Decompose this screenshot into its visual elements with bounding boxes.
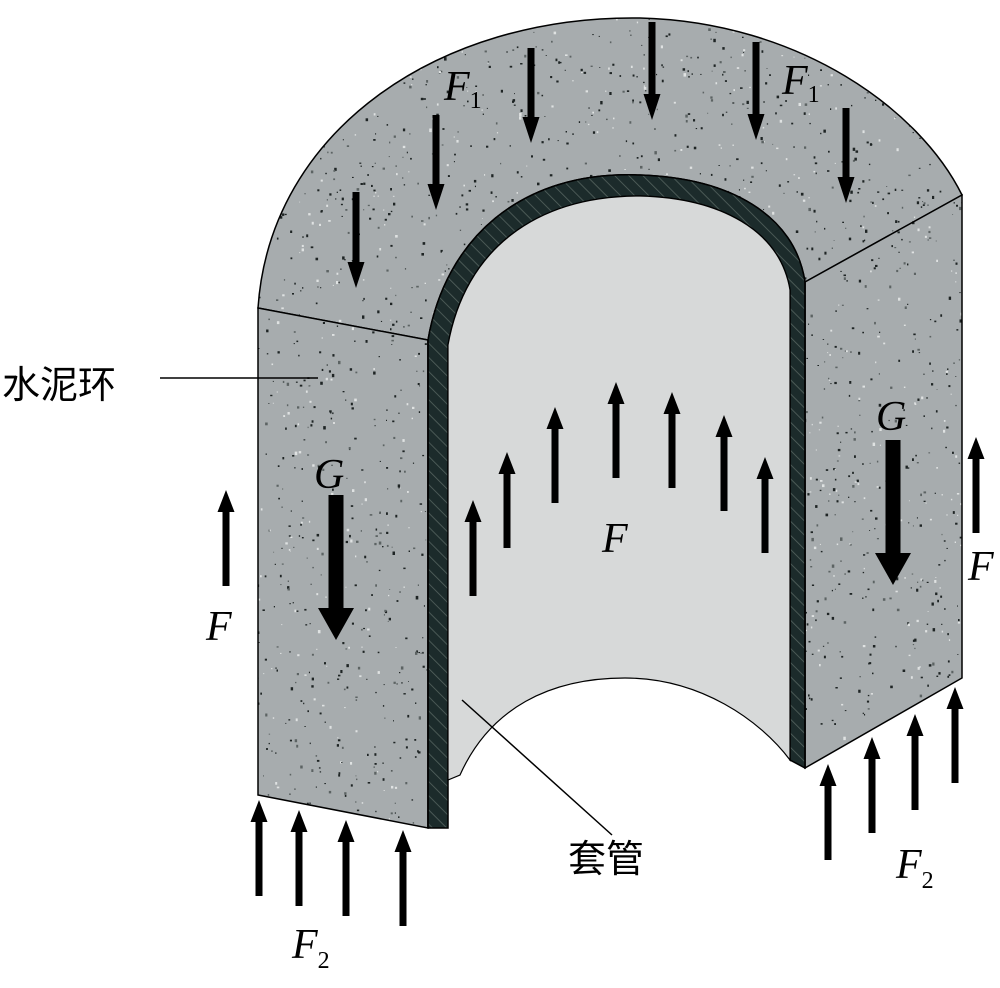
casing-label: 套管 — [568, 837, 644, 881]
f1-label-right: F1 — [781, 58, 820, 108]
force-arrow-0 — [427, 115, 445, 210]
force-arrow-9 — [967, 437, 985, 533]
force-arrow-7 — [875, 440, 911, 585]
f1-label-left: F1 — [443, 64, 482, 114]
force-arrow-8 — [217, 490, 235, 586]
force-arrow-15 — [715, 415, 733, 511]
force-arrow-21 — [819, 764, 837, 860]
force-arrow-23 — [906, 714, 924, 810]
f-label-right: F — [967, 544, 994, 590]
g-label-left: G — [314, 452, 344, 498]
force-arrow-20 — [394, 830, 412, 926]
force-arrow-5 — [837, 108, 855, 203]
force-arrow-12 — [546, 407, 564, 503]
force-arrow-1 — [347, 192, 365, 288]
f-label-center: F — [601, 516, 628, 562]
casing-inner-surface — [447, 195, 791, 781]
force-arrow-24 — [946, 687, 964, 783]
force-arrow-22 — [863, 737, 881, 833]
force-arrow-11 — [498, 452, 516, 548]
force-arrow-2 — [522, 48, 540, 143]
f2-label-left: F2 — [291, 922, 330, 974]
cement-ring-label: 水泥环 — [2, 363, 116, 407]
force-arrow-18 — [290, 810, 308, 906]
force-arrow-4 — [747, 42, 765, 140]
force-arrow-10 — [464, 500, 482, 596]
casing-leader-line — [461, 699, 613, 836]
f-label-left: F — [205, 604, 232, 650]
force-arrow-6 — [318, 495, 354, 640]
force-arrow-13 — [607, 382, 625, 478]
force-arrows — [217, 22, 985, 926]
force-arrow-16 — [756, 457, 774, 553]
g-label-right: G — [876, 394, 906, 440]
cement-ring-right-face — [804, 193, 963, 770]
f2-label-right: F2 — [895, 842, 934, 894]
force-arrow-3 — [643, 22, 661, 120]
force-arrow-19 — [337, 820, 355, 916]
force-arrow-17 — [250, 800, 268, 896]
force-arrow-14 — [663, 392, 681, 488]
